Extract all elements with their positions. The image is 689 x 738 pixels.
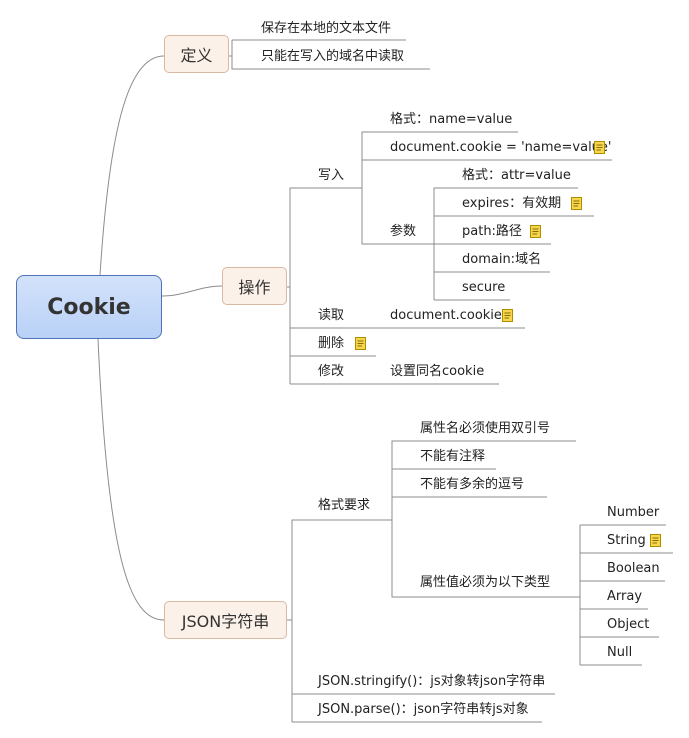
type-boolean[interactable]: Boolean <box>607 561 660 576</box>
note-icon[interactable] <box>594 141 605 154</box>
node-json-parse[interactable]: JSON.parse()：json字符串转js对象 <box>318 702 529 717</box>
node-definition[interactable]: 定义 <box>164 35 229 73</box>
modify-value[interactable]: 设置同名cookie <box>390 364 485 379</box>
type-array[interactable]: Array <box>607 589 643 604</box>
req-value-types[interactable]: 属性值必须为以下类型 <box>420 575 551 590</box>
note-icon[interactable] <box>530 225 541 238</box>
definition-item-local-file[interactable]: 保存在本地的文本文件 <box>261 21 392 36</box>
write-cookie-assign[interactable]: document.cookie = 'name=value' <box>390 140 612 155</box>
req-no-extra-commas[interactable]: 不能有多余的逗号 <box>420 477 525 492</box>
req-no-comments[interactable]: 不能有注释 <box>420 449 486 464</box>
note-icon[interactable] <box>650 534 661 547</box>
node-read[interactable]: 读取 <box>318 308 345 323</box>
param-path[interactable]: path:路径 <box>462 224 522 239</box>
node-write[interactable]: 写入 <box>318 168 345 183</box>
node-params[interactable]: 参数 <box>390 224 417 239</box>
param-secure[interactable]: secure <box>462 280 506 295</box>
read-value[interactable]: document.cookie <box>390 308 502 323</box>
node-json-string[interactable]: JSON字符串 <box>164 601 287 639</box>
req-double-quotes[interactable]: 属性名必须使用双引号 <box>420 421 551 436</box>
node-operation[interactable]: 操作 <box>222 267 287 305</box>
param-domain[interactable]: domain:域名 <box>462 252 542 267</box>
note-icon[interactable] <box>571 197 582 210</box>
note-icon[interactable] <box>502 309 513 322</box>
definition-item-domain-read[interactable]: 只能在写入的域名中读取 <box>261 49 405 64</box>
type-string[interactable]: String <box>607 533 646 548</box>
type-number[interactable]: Number <box>607 505 660 520</box>
write-format[interactable]: 格式：name=value <box>390 112 513 127</box>
type-null[interactable]: Null <box>607 645 633 660</box>
node-modify[interactable]: 修改 <box>318 364 345 379</box>
node-format-requirements[interactable]: 格式要求 <box>318 498 371 513</box>
note-icon[interactable] <box>355 337 366 350</box>
node-json-stringify[interactable]: JSON.stringify()：js对象转json字符串 <box>318 674 546 689</box>
param-format[interactable]: 格式：attr=value <box>462 168 571 183</box>
node-delete[interactable]: 删除 <box>318 336 345 351</box>
root-node-cookie[interactable]: Cookie <box>16 275 162 339</box>
param-expires[interactable]: expires：有效期 <box>462 196 562 211</box>
type-object[interactable]: Object <box>607 617 650 632</box>
